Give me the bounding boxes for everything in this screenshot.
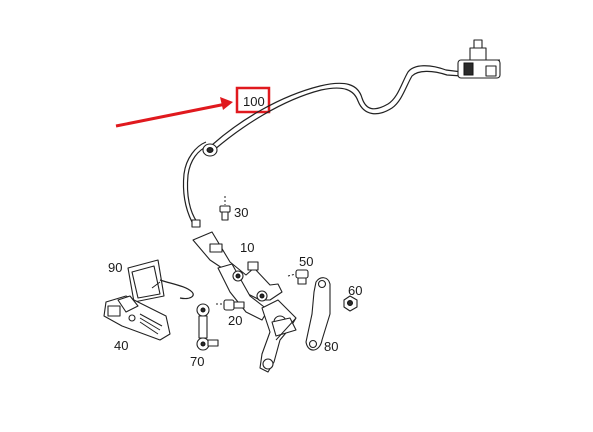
highlight-arrow (115, 97, 233, 128)
label-90: 90 (108, 260, 122, 275)
label-70: 70 (190, 354, 204, 369)
label-100: 100 (243, 94, 265, 109)
part-70-link-rod (196, 303, 219, 351)
part-20-bolt (216, 299, 245, 311)
part-90-bracket (127, 259, 194, 303)
label-50: 50 (299, 254, 313, 269)
part-50-bolt (287, 269, 309, 285)
label-80: 80 (324, 339, 338, 354)
part-100-wire-harness (182, 39, 501, 228)
highlight-box (235, 86, 271, 114)
label-40: 40 (114, 338, 128, 353)
part-10-linkage-arm (192, 231, 297, 373)
label-30: 30 (234, 205, 248, 220)
label-60: 60 (348, 283, 362, 298)
part-30-pin (219, 196, 231, 221)
part-60-nut (343, 295, 358, 312)
part-40-sensor (103, 295, 171, 341)
label-10: 10 (240, 240, 254, 255)
part-80-strap (305, 277, 331, 351)
label-20: 20 (228, 313, 242, 328)
